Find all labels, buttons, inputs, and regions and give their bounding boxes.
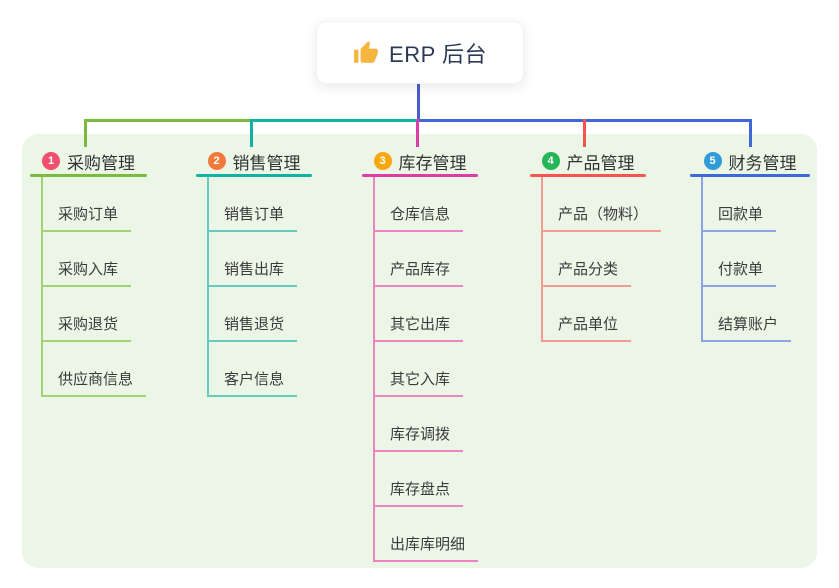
child-label: 产品（物料） bbox=[558, 206, 649, 223]
child-node[interactable]: 采购订单 bbox=[41, 206, 132, 232]
child-trunk-line bbox=[541, 177, 543, 342]
branch-badge: 1 bbox=[42, 152, 60, 170]
child-label: 客户信息 bbox=[224, 371, 285, 388]
child-label: 出库库明细 bbox=[390, 536, 466, 553]
branch-drop-line bbox=[749, 119, 752, 147]
child-label: 结算账户 bbox=[718, 316, 779, 333]
branch-header[interactable]: 1 采购管理 bbox=[30, 148, 147, 174]
branch-header[interactable]: 4 产品管理 bbox=[530, 148, 646, 174]
child-node[interactable]: 采购入库 bbox=[41, 261, 132, 287]
child-label: 采购入库 bbox=[58, 261, 119, 278]
child-label: 回款单 bbox=[718, 206, 764, 223]
child-node[interactable]: 产品（物料） bbox=[541, 206, 662, 232]
child-node[interactable]: 其它入库 bbox=[373, 371, 464, 397]
branch-drop-line bbox=[416, 119, 419, 147]
child-node[interactable]: 客户信息 bbox=[207, 371, 298, 397]
branch-drop-line bbox=[250, 119, 253, 147]
branch-header[interactable]: 2 销售管理 bbox=[196, 148, 312, 174]
child-node[interactable]: 产品单位 bbox=[541, 316, 632, 342]
child-node[interactable]: 采购退货 bbox=[41, 316, 132, 342]
child-trunk-line bbox=[701, 177, 703, 342]
child-label: 采购订单 bbox=[58, 206, 119, 223]
branch-label: 采购管理 bbox=[67, 153, 135, 173]
branch-header[interactable]: 3 库存管理 bbox=[362, 148, 478, 174]
child-trunk-line bbox=[373, 177, 375, 562]
branch-connector-bus bbox=[84, 119, 252, 122]
child-label: 销售订单 bbox=[224, 206, 285, 223]
branch-badge: 2 bbox=[207, 152, 226, 170]
branch-underline bbox=[530, 174, 646, 177]
child-node[interactable]: 库存调拨 bbox=[373, 426, 464, 452]
child-node[interactable]: 其它出库 bbox=[373, 316, 464, 342]
child-trunk-line bbox=[207, 177, 209, 397]
child-node[interactable]: 出库库明细 bbox=[373, 536, 479, 562]
branch-label: 库存管理 bbox=[398, 153, 467, 173]
child-label: 库存调拨 bbox=[390, 426, 451, 443]
child-label: 付款单 bbox=[718, 261, 764, 278]
mindmap-panel bbox=[22, 134, 817, 568]
root-connector-line bbox=[417, 81, 420, 122]
child-node[interactable]: 仓库信息 bbox=[373, 206, 464, 232]
child-node[interactable]: 产品分类 bbox=[541, 261, 632, 287]
child-label: 产品分类 bbox=[558, 261, 619, 278]
branch-underline bbox=[196, 174, 312, 177]
child-label: 采购退货 bbox=[58, 316, 119, 333]
branch-badge: 5 bbox=[703, 152, 722, 170]
child-label: 销售退货 bbox=[224, 316, 285, 333]
root-node[interactable]: ERP 后台 bbox=[316, 21, 524, 84]
child-node[interactable]: 回款单 bbox=[701, 206, 777, 232]
child-label: 产品单位 bbox=[558, 316, 619, 333]
branch-badge: 4 bbox=[541, 152, 560, 170]
branch-label: 销售管理 bbox=[232, 153, 301, 173]
child-trunk-line bbox=[41, 177, 43, 397]
child-label: 仓库信息 bbox=[390, 206, 451, 223]
thumbs-up-icon bbox=[354, 40, 378, 63]
child-label: 库存盘点 bbox=[390, 481, 451, 498]
branch-underline bbox=[30, 174, 147, 177]
child-label: 供应商信息 bbox=[58, 371, 134, 388]
child-node[interactable]: 库存盘点 bbox=[373, 481, 464, 507]
branch-label: 产品管理 bbox=[566, 153, 635, 173]
child-node[interactable]: 付款单 bbox=[701, 261, 777, 287]
branch-label: 财务管理 bbox=[728, 153, 797, 173]
child-node[interactable]: 销售出库 bbox=[207, 261, 298, 287]
branch-underline bbox=[362, 174, 478, 177]
child-label: 其它出库 bbox=[390, 316, 451, 333]
child-label: 产品库存 bbox=[390, 261, 451, 278]
branch-underline bbox=[690, 174, 810, 177]
child-node[interactable]: 产品库存 bbox=[373, 261, 464, 287]
branch-connector-bus bbox=[251, 119, 418, 122]
child-node[interactable]: 结算账户 bbox=[701, 316, 792, 342]
child-label: 其它入库 bbox=[390, 371, 451, 388]
child-node[interactable]: 供应商信息 bbox=[41, 371, 147, 397]
root-label: ERP 后台 bbox=[389, 41, 487, 67]
branch-header[interactable]: 5 财务管理 bbox=[690, 148, 810, 174]
branch-badge: 3 bbox=[373, 152, 392, 170]
child-node[interactable]: 销售退货 bbox=[207, 316, 298, 342]
branch-drop-line bbox=[583, 119, 586, 147]
child-label: 销售出库 bbox=[224, 261, 285, 278]
branch-drop-line bbox=[84, 119, 87, 147]
child-node[interactable]: 销售订单 bbox=[207, 206, 298, 232]
